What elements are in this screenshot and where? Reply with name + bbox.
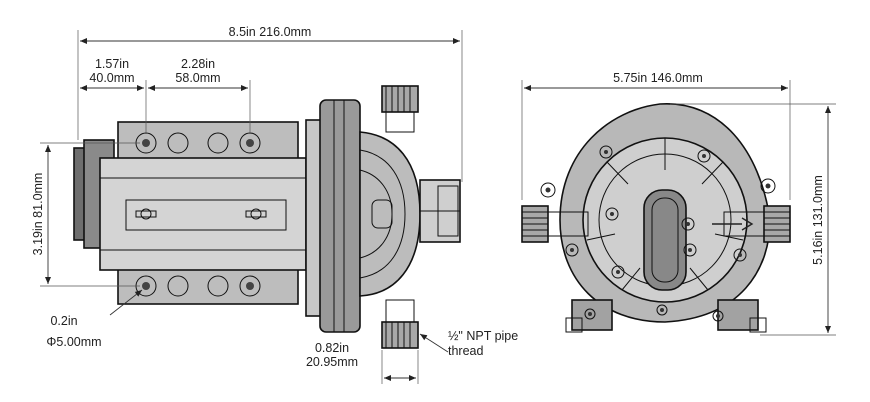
dimension-port-offset: 0.82in 20.95mm (306, 341, 419, 384)
overall-length-label: 8.5in 216.0mm (229, 25, 312, 39)
screw-icon (245, 208, 267, 220)
hole-dia-mm-label: Φ5.00mm (46, 335, 101, 349)
left-port-icon (521, 205, 589, 243)
dimension-mount-height: 3.19in 81.0mm (31, 142, 140, 287)
thread-line1-label: ½" NPT pipe (448, 329, 518, 343)
dimension-hole-spacing: 2.28in 58.0mm (148, 57, 251, 134)
hole-spacing-mm-label: 58.0mm (175, 71, 220, 85)
side-view (73, 85, 461, 349)
hole-offset-in-label: 1.57in (95, 57, 129, 71)
front-width-label: 5.75in 146.0mm (613, 71, 703, 85)
dimension-overall-length: 8.5in 216.0mm (77, 25, 463, 182)
dimension-front-width: 5.75in 146.0mm (521, 71, 791, 200)
outlet-port-icon (381, 299, 419, 349)
mount-height-label: 3.19in 81.0mm (31, 173, 45, 256)
inlet-port-icon (381, 85, 419, 133)
hole-spacing-in-label: 2.28in (181, 57, 215, 71)
thread-line2-label: thread (448, 344, 483, 358)
port-offset-in-label: 0.82in (315, 341, 349, 355)
dimension-hole-offset: 1.57in 40.0mm (77, 57, 147, 140)
flow-arrow-icon (712, 217, 754, 231)
front-height-label: 5.16in 131.0mm (811, 175, 825, 265)
hole-dia-in-label: 0.2in (50, 314, 77, 328)
screw-icon (135, 208, 157, 220)
dimension-thread: ½" NPT pipe thread (419, 329, 518, 358)
port-offset-mm-label: 20.95mm (306, 355, 358, 369)
dimension-front-height: 5.16in 131.0mm (670, 103, 836, 336)
front-view (521, 103, 791, 333)
hole-offset-mm-label: 40.0mm (89, 71, 134, 85)
bolt-icon (540, 145, 776, 322)
dimension-hole-diameter: 0.2in Φ5.00mm (46, 289, 143, 349)
